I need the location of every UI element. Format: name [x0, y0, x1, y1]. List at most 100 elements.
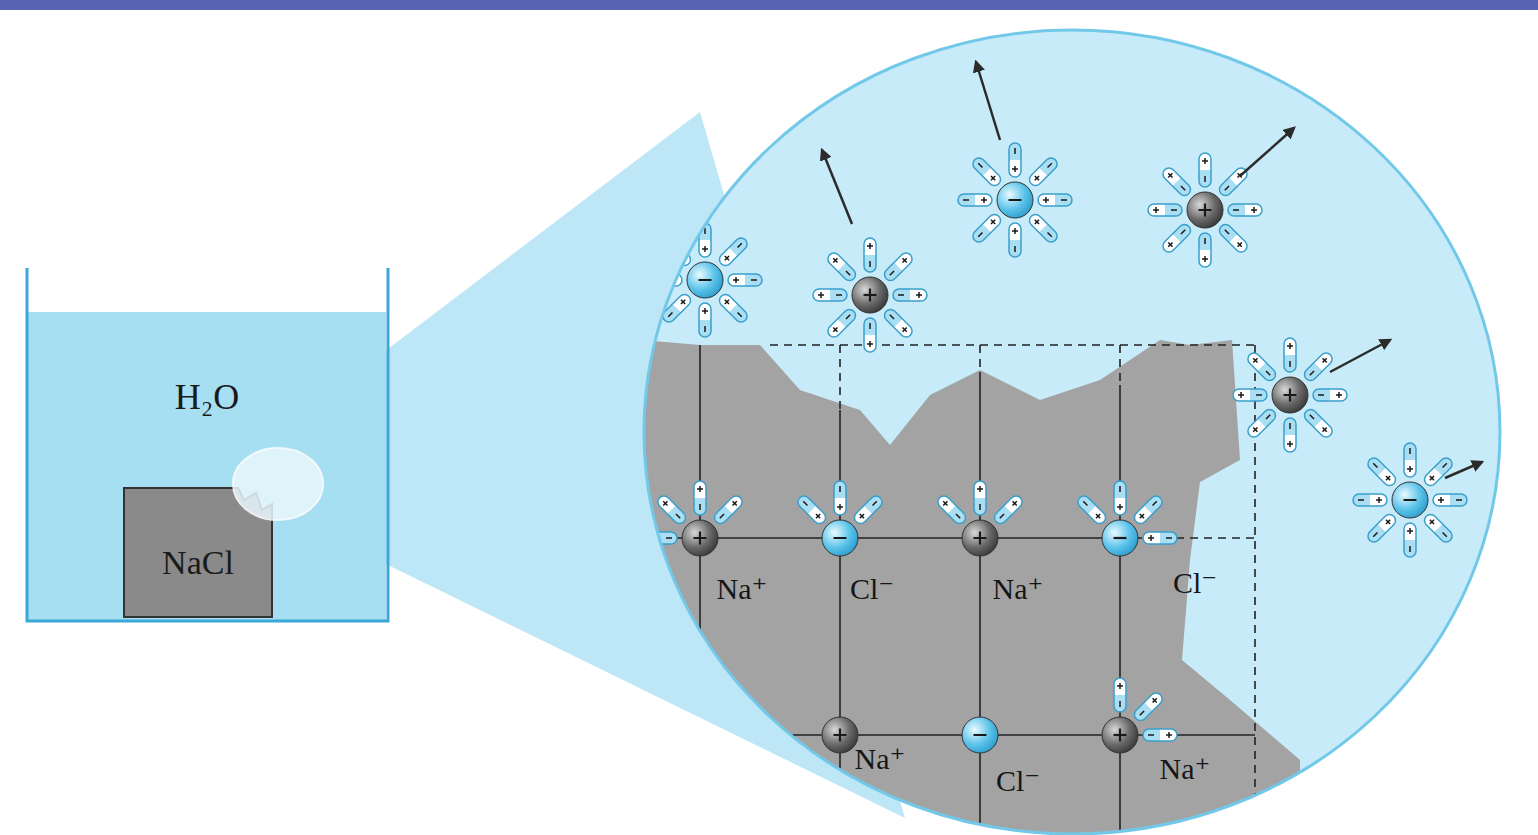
dipole-outline	[1132, 690, 1165, 723]
sign-stroke	[1404, 499, 1417, 501]
dipole-outline	[1009, 143, 1021, 177]
top-band	[0, 0, 1538, 10]
water-dipole	[1075, 493, 1108, 526]
ion-sphere	[822, 520, 858, 556]
sign-stroke	[648, 537, 654, 539]
sign-stroke	[963, 199, 969, 201]
sign-stroke	[1181, 186, 1185, 190]
sign-stroke	[1014, 148, 1016, 154]
dipole-outline	[712, 493, 745, 526]
sign-stroke	[1035, 176, 1039, 180]
sign-stroke	[974, 734, 987, 736]
sign-stroke	[1168, 243, 1172, 247]
sign-stroke	[1061, 199, 1067, 201]
sign-stroke	[681, 300, 685, 304]
sign-stroke	[869, 323, 871, 329]
dipole-outline	[1027, 212, 1060, 245]
dipole-outline	[1132, 493, 1165, 526]
sign-stroke	[1035, 220, 1039, 224]
dipole-outline	[1404, 523, 1416, 557]
sign-stroke	[1096, 514, 1100, 518]
sign-stroke	[650, 535, 652, 541]
sign-stroke	[991, 220, 995, 224]
sign-stroke	[836, 294, 842, 296]
sign-stroke	[1253, 358, 1257, 362]
sign-stroke	[903, 258, 907, 262]
sign-stroke	[1386, 476, 1390, 480]
sign-stroke	[846, 271, 850, 275]
magnified-spot	[233, 448, 323, 520]
dipole-outline	[699, 303, 711, 337]
water-dipole	[1027, 155, 1060, 188]
sign-stroke	[833, 328, 837, 332]
beaker-outline	[27, 268, 388, 621]
sign-stroke	[1013, 501, 1017, 505]
sodium-ion	[1187, 192, 1223, 228]
dipole-outline	[717, 292, 750, 325]
water-dipole	[1422, 455, 1455, 488]
sign-stroke	[1000, 514, 1004, 518]
water-region: H₂ONaCl	[28, 312, 386, 620]
motion-arrow	[822, 150, 852, 224]
water-dipole	[1132, 493, 1165, 526]
dipole-outline	[1038, 194, 1072, 206]
water-dipole	[1217, 222, 1250, 255]
water-dipole	[882, 307, 915, 340]
sign-stroke	[1238, 243, 1242, 247]
sign-stroke	[1409, 546, 1411, 552]
dipole-outline	[1075, 493, 1108, 526]
ion-sphere	[682, 520, 718, 556]
sign-stroke	[890, 271, 894, 275]
sign-stroke	[833, 258, 837, 262]
sign-stroke	[1140, 514, 1144, 518]
sign-stroke	[1035, 176, 1039, 180]
sign-stroke	[846, 315, 850, 319]
sign-stroke	[1153, 698, 1157, 702]
sign-stroke	[666, 537, 672, 539]
dipole-outline	[1245, 407, 1278, 440]
sign-stroke	[1048, 233, 1052, 237]
sign-stroke	[1166, 537, 1172, 539]
dipole-outline	[1114, 678, 1126, 712]
motion-arrow	[1330, 340, 1390, 372]
sign-stroke	[1168, 732, 1170, 738]
sign-stroke	[860, 514, 864, 518]
sodium-ion	[1102, 717, 1138, 753]
sign-stroke	[1287, 443, 1293, 445]
sign-stroke	[833, 258, 837, 262]
dipole-outline	[1199, 233, 1211, 267]
sign-stroke	[1117, 685, 1123, 687]
water-dipole	[825, 307, 858, 340]
ion-sphere	[1187, 192, 1223, 228]
water-dipole	[1233, 389, 1267, 401]
sign-stroke	[991, 176, 995, 180]
ion-label: Cl⁻	[1173, 565, 1217, 600]
ion-label-holder: Cl⁻	[1173, 565, 1217, 600]
sign-stroke	[702, 310, 708, 312]
lattice-line	[979, 372, 981, 835]
ion-label: Cl⁻	[850, 571, 894, 606]
lattice-dashed-line	[1254, 345, 1256, 835]
dipole-outline	[852, 493, 885, 526]
water-dipole	[1038, 194, 1072, 206]
sign-stroke	[890, 315, 894, 319]
sign-stroke	[1338, 392, 1340, 398]
sign-stroke	[1168, 243, 1172, 247]
ion-label-holder: Na⁺	[855, 741, 906, 776]
water-dipole	[970, 212, 1003, 245]
sign-stroke	[1310, 415, 1314, 419]
sign-stroke	[1012, 230, 1018, 232]
sign-stroke	[983, 197, 985, 203]
water-dipole	[717, 292, 750, 325]
sign-stroke	[991, 176, 995, 180]
dipole-outline	[1433, 494, 1467, 506]
dipole-outline	[1284, 338, 1296, 372]
water-dipole	[694, 481, 706, 515]
water-dipole	[864, 238, 876, 272]
sign-stroke	[702, 248, 708, 250]
water-dipole	[1114, 678, 1126, 712]
sign-stroke	[676, 514, 680, 518]
sign-stroke	[1456, 499, 1462, 501]
sign-stroke	[1225, 186, 1229, 190]
sign-stroke	[1181, 230, 1185, 234]
